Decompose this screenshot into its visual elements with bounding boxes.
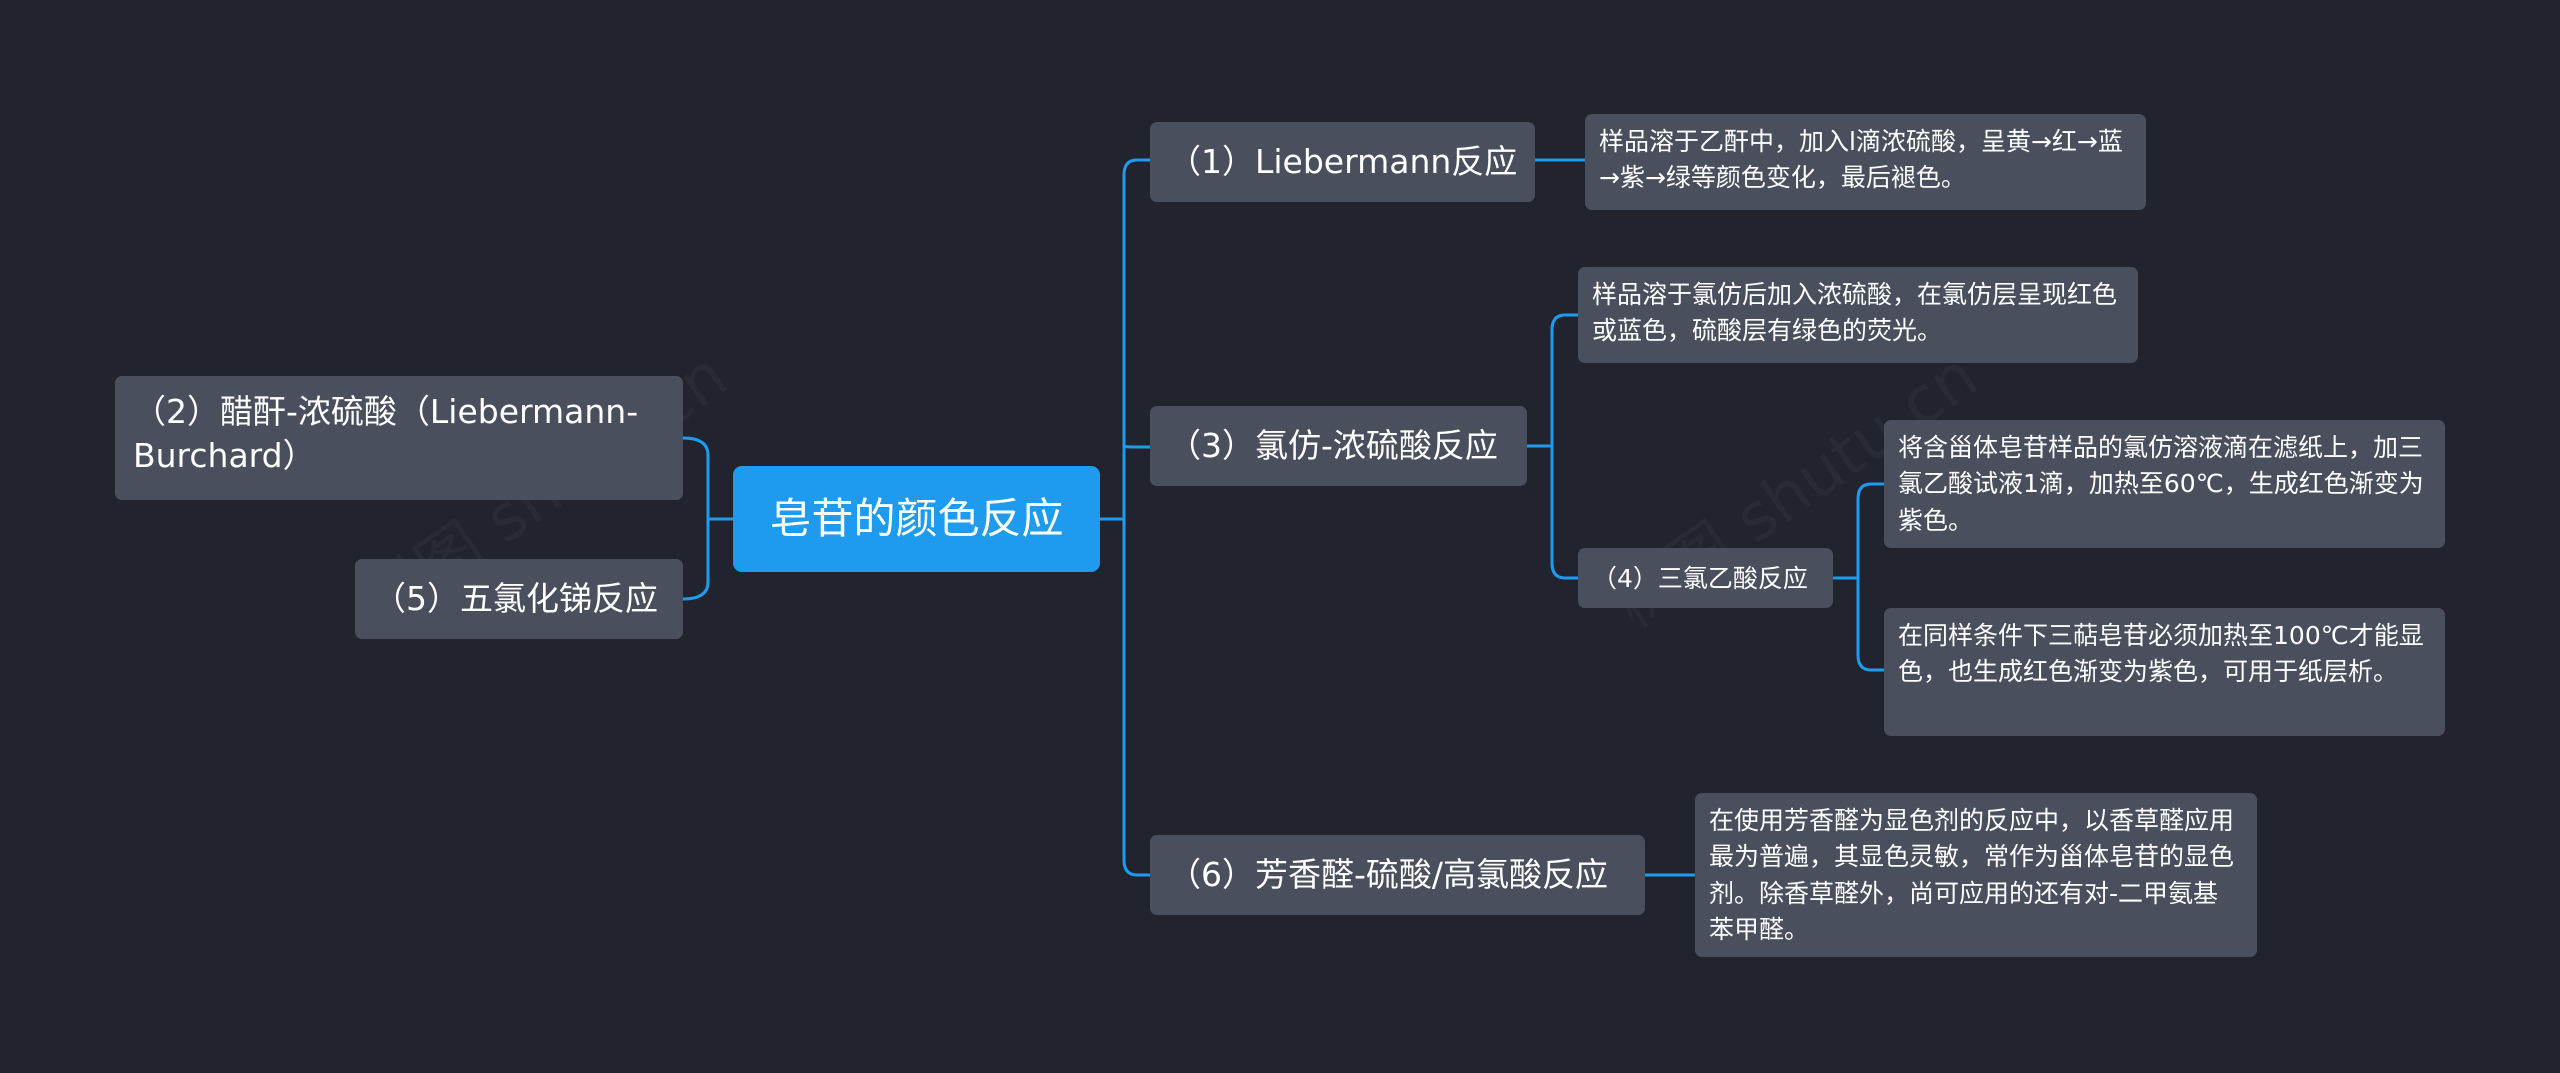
link-left-trunk [681,436,710,601]
detail-node-3[interactable]: 样品溶于氯仿后加入浓硫酸，在氯仿层呈现红色或蓝色，硫酸层有绿色的荧光。 [1578,267,2138,363]
link-sub4-trunk [1856,482,1873,672]
branch-node-5[interactable]: （5）五氯化锑反应 [355,559,683,639]
detail-node-4b[interactable]: 在同样条件下三萜皂苷必须加热至100℃才能显色，也生成红色渐变为紫色，可用于纸层… [1884,608,2445,736]
detail-node-6[interactable]: 在使用芳香醛为显色剂的反应中，以香草醛应用最为普遍，其显色灵敏，常作为甾体皂苷的… [1695,793,2257,957]
branch-node-1[interactable]: （1）Liebermann反应 [1150,122,1535,202]
link-to-branch-3 [1122,444,1152,449]
branch-node-3[interactable]: （3）氯仿-浓硫酸反应 [1150,406,1527,486]
root-node[interactable]: 皂苷的颜色反应 [733,466,1100,572]
detail-node-1[interactable]: 样品溶于乙酐中，加入l滴浓硫酸，呈黄→红→蓝→紫→绿等颜色变化，最后褪色。 [1585,114,2146,210]
link-branch3-trunk [1550,313,1567,580]
branch-node-6[interactable]: （6）芳香醛-硫酸/高氯酸反应 [1150,835,1645,915]
sub-node-4[interactable]: （4）三氯乙酸反应 [1578,548,1833,608]
branch-node-2[interactable]: （2）醋酐-浓硫酸（Liebermann-Burchard） [115,376,683,500]
detail-node-4a[interactable]: 将含甾体皂苷样品的氯仿溶液滴在滤纸上，加三氯乙酸试液1滴，加热至60℃，生成红色… [1884,420,2445,548]
link-trunk-right [1122,158,1139,877]
